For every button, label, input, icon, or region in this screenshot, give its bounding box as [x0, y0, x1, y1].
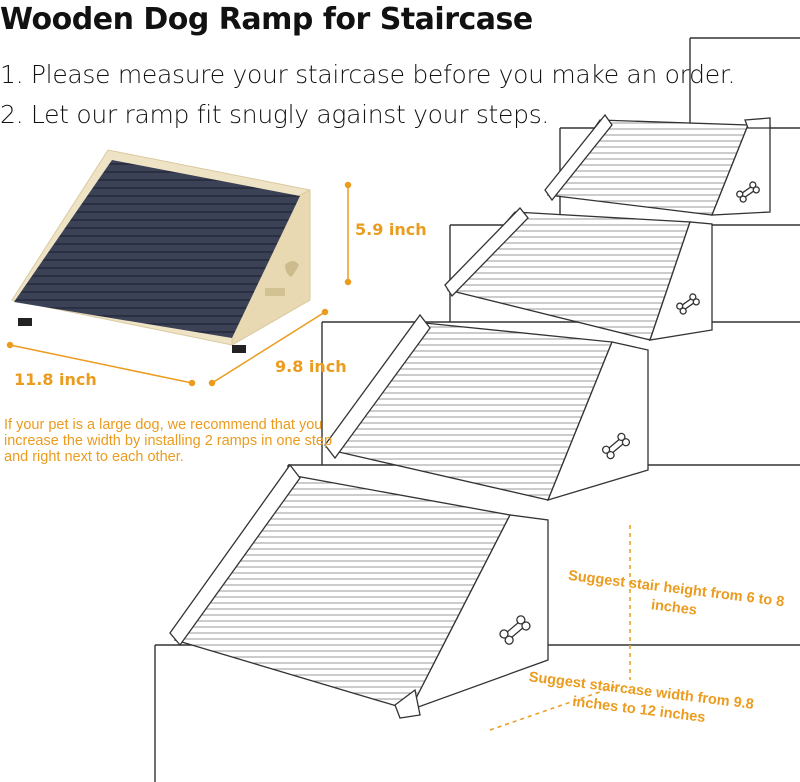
bone-icons — [499, 181, 760, 645]
ramp-photo — [11, 149, 311, 353]
width-dimension-label: 9.8 inch — [275, 357, 347, 376]
note-fit: 2. Let our ramp fit snugly against your … — [0, 100, 550, 129]
stair-ramp-2 — [444, 207, 713, 341]
note-measure: 1. Please measure your staircase before … — [0, 60, 736, 89]
bone-icon — [499, 615, 531, 645]
suggest-guides — [489, 525, 631, 731]
stair-ramp-1 — [544, 113, 771, 216]
length-dimension-label: 11.8 inch — [14, 370, 97, 389]
dimension-lines — [6, 181, 352, 387]
stair-ramp-4 — [169, 463, 549, 719]
bone-icon — [601, 432, 631, 460]
stair-ramp-3 — [324, 313, 649, 502]
page-title: Wooden Dog Ramp for Staircase — [0, 2, 533, 37]
bone-icon — [676, 293, 700, 315]
height-dimension-label: 5.9 inch — [355, 220, 427, 239]
bone-icon — [736, 181, 760, 203]
large-dog-tip: If your pet is a large dog, we recommend… — [4, 417, 333, 465]
